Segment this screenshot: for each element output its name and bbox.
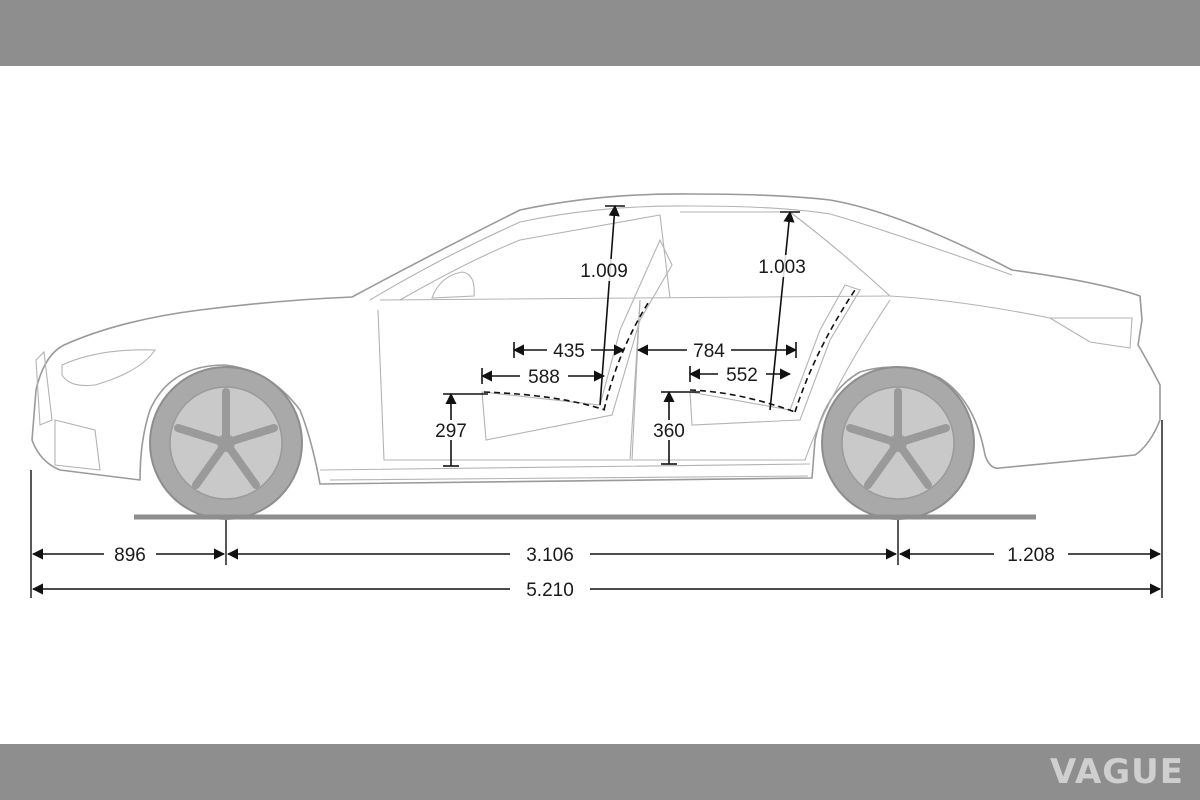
front-wheel [149, 366, 303, 520]
label-rear-headroom: 1.003 [758, 257, 806, 278]
extension-lines [30, 420, 1163, 598]
label-5210: 5.210 [526, 580, 574, 601]
label-3106: 3.106 [526, 545, 574, 566]
label-896: 896 [114, 545, 146, 566]
rear-seat [689, 284, 861, 426]
label-297: 297 [435, 421, 467, 442]
beltline [379, 295, 1051, 319]
rear-seat-back-dashed [794, 289, 856, 413]
car-roofline [31, 193, 1161, 485]
header-band [0, 0, 1200, 66]
rear-headroom-arrow [769, 210, 795, 411]
label-435: 435 [553, 341, 585, 362]
front-door-outline [377, 299, 641, 461]
front-grille [35, 350, 101, 471]
side-sill [319, 463, 811, 481]
front-seat [481, 238, 673, 441]
dimension-labels: 1.009 1.003 435 784 588 552 297 360 896 … [114, 255, 1055, 601]
rear-wheel [821, 366, 975, 520]
side-mirror [431, 271, 475, 299]
rear-door-outline [631, 299, 891, 461]
front-cushion-dashed [483, 391, 606, 411]
taillight [1048, 317, 1133, 349]
car-body [31, 193, 1161, 485]
label-784: 784 [693, 341, 725, 362]
label-1208: 1.208 [1007, 545, 1055, 566]
window-frame [369, 205, 1013, 301]
label-front-headroom: 1.009 [580, 261, 628, 282]
headlight [61, 349, 157, 387]
label-552: 552 [726, 365, 758, 386]
footer-band [0, 744, 1200, 800]
label-360: 360 [653, 421, 685, 442]
rear-cushion-dashed [689, 389, 796, 413]
label-588: 588 [528, 367, 560, 388]
front-seat-back-dashed [603, 299, 651, 411]
vague-logo: VAGUE [1049, 752, 1184, 792]
